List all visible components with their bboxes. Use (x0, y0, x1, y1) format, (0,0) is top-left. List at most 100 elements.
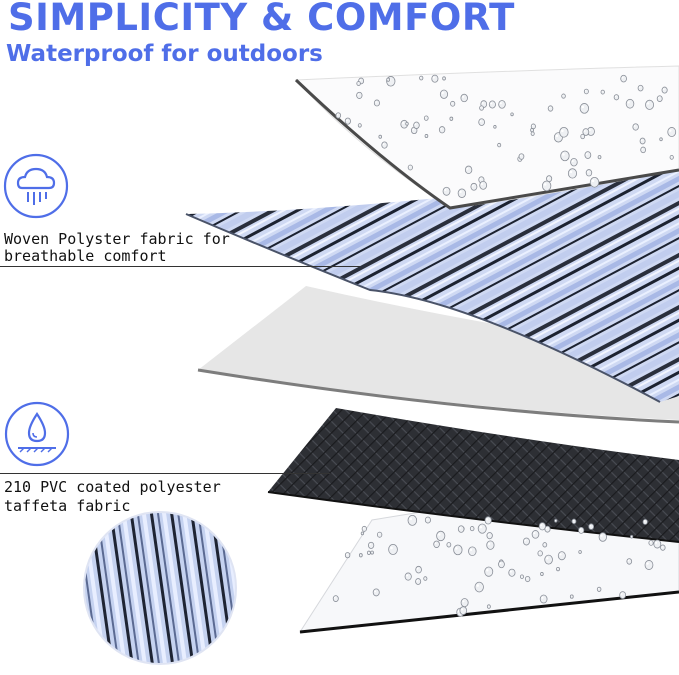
water-droplet (433, 540, 440, 548)
water-droplet (588, 523, 595, 530)
feature-pvc-line2: taffeta fabric (4, 497, 131, 515)
water-droplet (344, 552, 351, 559)
water-droplet (585, 169, 593, 177)
water-droplet (370, 550, 374, 555)
water-droplet (486, 540, 495, 550)
water-droplet (474, 581, 484, 593)
water-droplet (486, 604, 491, 609)
water-droplet (438, 126, 446, 134)
water-droplet (537, 550, 543, 557)
headline-title: SIMPLICITY & COMFORT (8, 0, 515, 39)
water-droplet (583, 88, 589, 95)
water-droplet (404, 572, 412, 581)
water-droplet (453, 544, 463, 556)
water-droplet (653, 539, 662, 549)
water-droplet (639, 137, 646, 145)
water-droplet (457, 525, 465, 533)
water-droplet (378, 134, 383, 139)
water-droplet (407, 164, 413, 171)
feature-pvc-line1: 210 PVC coated polyester (4, 478, 221, 496)
water-droplet (497, 142, 502, 148)
water-droplet (569, 594, 574, 599)
water-droplet (407, 514, 418, 526)
water-droplet (488, 100, 496, 109)
water-droplet (423, 576, 428, 581)
water-droplet (356, 91, 363, 99)
water-droplet (436, 530, 446, 542)
water-droplet (522, 537, 530, 546)
water-droplet (424, 516, 431, 524)
water-droplet (419, 75, 424, 81)
water-droplet (669, 155, 674, 160)
water-droplet (626, 558, 633, 565)
water-droplet (518, 153, 525, 160)
water-droplet (508, 568, 516, 577)
water-droplet (361, 525, 367, 532)
water-droplet (446, 542, 452, 548)
water-droplet (493, 125, 497, 129)
water-droplet (640, 146, 647, 154)
water-droplet (332, 595, 339, 602)
water-droplet (376, 531, 383, 538)
water-droplet (486, 532, 493, 540)
water-droplet (335, 112, 342, 119)
leader-line (0, 266, 360, 267)
water-droplet (632, 123, 639, 131)
top-waterproof-film (294, 65, 679, 209)
water-droplet (367, 541, 375, 549)
water-droplet (600, 89, 605, 95)
water-droplet (561, 93, 566, 99)
water-droplet (464, 165, 473, 175)
water-droplet (510, 112, 514, 117)
water-droplet (660, 544, 666, 551)
water-droplet (498, 100, 506, 109)
water-droplet (366, 550, 371, 555)
water-droplet (619, 591, 627, 599)
water-droplet (477, 523, 487, 534)
water-drop-icon (4, 401, 70, 467)
water-droplet (423, 115, 429, 121)
water-droplet (469, 526, 475, 532)
water-droplet (386, 77, 391, 82)
water-droplet (554, 518, 558, 523)
water-droplet (544, 554, 553, 565)
water-droplet (484, 516, 492, 525)
water-droplet (484, 566, 494, 577)
water-droplet (579, 103, 590, 114)
water-droplet (578, 526, 585, 534)
water-droplet (372, 588, 380, 597)
water-droplet (597, 155, 602, 160)
water-droplet (479, 105, 484, 111)
fabric-closeup (84, 512, 236, 664)
water-droplet (531, 530, 540, 539)
water-droplet (413, 121, 420, 129)
water-droplet (570, 158, 578, 167)
water-droplet (656, 95, 663, 102)
water-droplet (598, 532, 607, 542)
water-droplet (582, 128, 590, 136)
leader-line (0, 473, 330, 474)
water-droplet (478, 118, 485, 126)
feature-woven-line1: Woven Polyster fabric for (4, 230, 230, 248)
water-droplet (560, 150, 570, 162)
water-droplet (460, 598, 469, 608)
water-droplet (530, 128, 534, 133)
water-droplet (542, 180, 552, 192)
water-droplet (356, 81, 361, 87)
water-droplet (580, 133, 586, 140)
water-droplet (431, 74, 439, 83)
water-droplet (637, 84, 644, 92)
water-droplet (450, 100, 456, 107)
water-droplet (630, 534, 634, 539)
water-droplet (584, 151, 592, 159)
water-droplet (381, 141, 388, 149)
water-droplet (559, 126, 569, 138)
water-droplet (470, 182, 478, 191)
water-droplet (542, 542, 548, 548)
black-quilted-backing (268, 408, 679, 542)
water-droplet (358, 553, 363, 558)
water-droplet (468, 546, 477, 557)
water-droplet (519, 574, 524, 579)
cloud-breeze-icon (3, 153, 69, 219)
water-droplet (659, 137, 663, 142)
